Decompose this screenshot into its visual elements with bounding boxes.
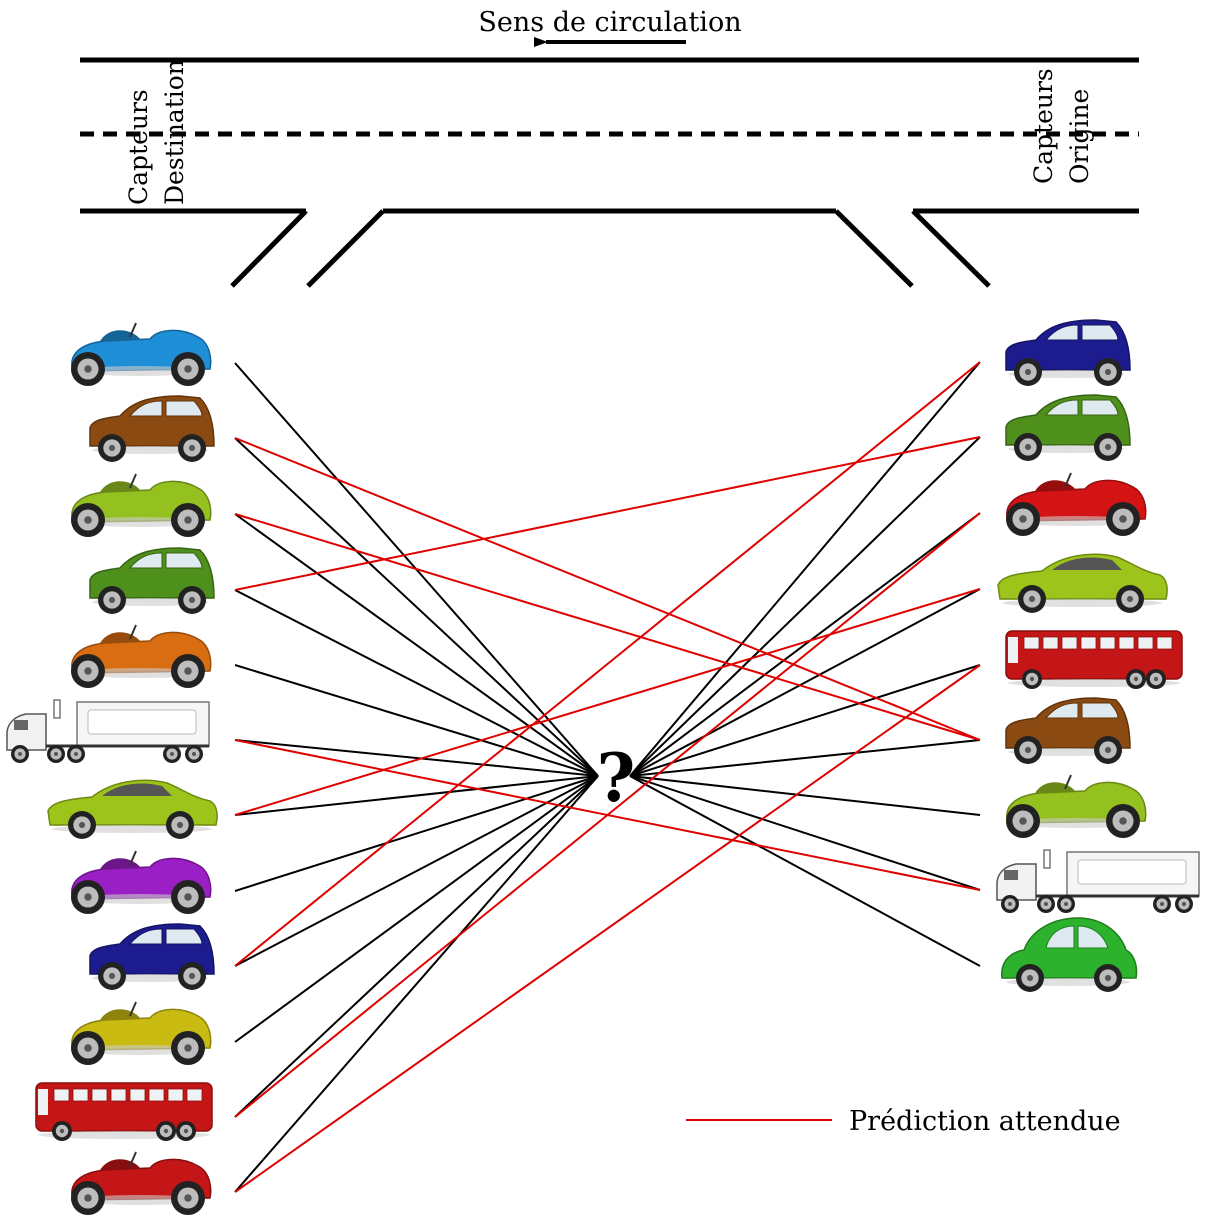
roadster-vehicle-icon [71, 473, 212, 537]
exit-ramp-left-edge [230, 209, 308, 288]
hatchback-vehicle-icon [89, 395, 215, 462]
hatchback-vehicle-icon [1005, 394, 1131, 461]
expected-match-link [234, 512, 981, 1118]
origin-link [629, 775, 981, 816]
roadster-vehicle-icon [71, 1151, 212, 1215]
origin-link [629, 588, 981, 777]
roadster-vehicle-icon [1006, 472, 1147, 536]
roadster-vehicle-icon [71, 1001, 212, 1065]
expected-match-link [234, 664, 981, 1193]
flow-direction-label: Sens de circulation [478, 7, 741, 38]
destination-link [234, 775, 599, 1118]
origin-link [629, 775, 981, 967]
origin-sensors-line2: Origine [1065, 89, 1094, 184]
roadster-vehicle-icon [71, 850, 212, 914]
destination-link [234, 664, 599, 777]
origin-link [629, 361, 981, 777]
roadster-vehicle-icon [71, 322, 212, 386]
expected-match-link [234, 437, 981, 741]
entry-ramp-left-edge [834, 209, 914, 288]
destination-link [234, 775, 599, 816]
destination-sensors-label: Capteurs Destination [124, 59, 189, 205]
origin-sensors-line1: Capteurs [1029, 68, 1058, 184]
expected-match-link [234, 588, 981, 816]
coupe-vehicle-icon [47, 779, 218, 839]
unknown-matching-mark: ? [597, 739, 636, 817]
hatchback-vehicle-icon [89, 547, 215, 614]
hatchback-vehicle-icon [1005, 697, 1131, 764]
origin-link [629, 664, 981, 777]
expected-match-link [234, 436, 981, 591]
destination-link [234, 775, 599, 1043]
expected-match-link [234, 361, 981, 967]
bus-vehicle-icon [35, 1082, 213, 1141]
legend-expected-label: Prédiction attendue [849, 1106, 1121, 1137]
origin-vehicle-column [996, 319, 1200, 992]
entry-ramp-right-edge [911, 209, 991, 288]
origin-sensors-label: Capteurs Origine [1029, 68, 1094, 184]
destination-link [234, 775, 599, 967]
roadster-vehicle-icon [71, 624, 212, 688]
origin-link [629, 512, 981, 777]
destination-vehicle-column [6, 322, 218, 1215]
destination-sensors-line2: Destination [160, 59, 189, 205]
truck-vehicle-icon [996, 849, 1200, 913]
truck-vehicle-icon [6, 699, 210, 763]
hatchback-vehicle-icon [1005, 319, 1131, 386]
road [80, 57, 1139, 288]
expected-prediction-links [234, 361, 981, 1193]
destination-link [234, 775, 599, 892]
destination-link [234, 739, 599, 777]
beetle-vehicle-icon [1001, 917, 1138, 992]
roadster-vehicle-icon [1006, 774, 1147, 838]
expected-match-link [234, 513, 981, 741]
origin-link [629, 739, 981, 777]
destination-link [234, 589, 599, 777]
destination-link [234, 513, 599, 777]
destination-sensors-line1: Capteurs [124, 89, 153, 205]
legend: Prédiction attendue [686, 1106, 1121, 1137]
origin-link [629, 436, 981, 777]
bus-vehicle-icon [1005, 630, 1183, 689]
hatchback-vehicle-icon [89, 923, 215, 990]
destination-link [234, 775, 599, 1193]
coupe-vehicle-icon [997, 553, 1168, 613]
exit-ramp-right-edge [306, 209, 385, 288]
origin-link [629, 775, 981, 891]
